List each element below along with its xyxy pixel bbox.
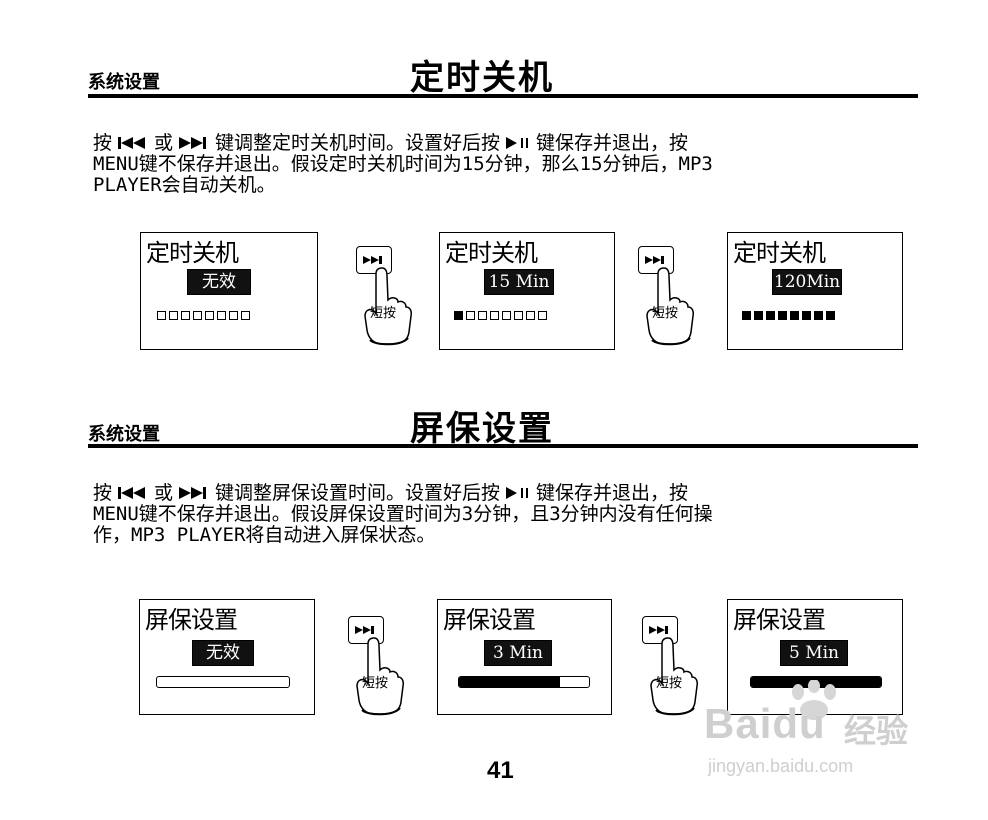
- paw-logo-icon: [792, 680, 836, 720]
- level-cell-empty: [478, 311, 487, 320]
- pointing-hand-icon: [650, 637, 698, 716]
- paragraph-line-1: 按 或 键调整定时关机时间。设置好后按 键保存并退出，按: [93, 133, 713, 154]
- device-screen: 定时关机 无效: [140, 232, 318, 350]
- level-cell-filled: [778, 311, 787, 320]
- prev-track-icon: [118, 483, 148, 504]
- progress-bar: [156, 676, 290, 688]
- text: 键调整屏保设置时间。设置好后按: [215, 482, 501, 504]
- text: 或: [154, 482, 174, 504]
- paragraph-line-2: MENU键不保存并退出。假设屏保设置时间为3分钟，且3分钟内没有任何操: [93, 503, 713, 525]
- level-boxes: [157, 311, 250, 320]
- paragraph-line-3: 作，MP3 PLAYER将自动进入屏保状态。: [93, 524, 436, 546]
- level-cell-filled: [454, 311, 463, 320]
- press-label: 短按: [370, 306, 397, 321]
- text: 键保存并退出，按: [536, 132, 689, 154]
- pointing-hand-icon: [364, 267, 412, 346]
- level-cell-filled: [826, 311, 835, 320]
- device-screen: 屏保设置 5 Min: [727, 599, 903, 715]
- watermark-brand-text: du: [772, 700, 826, 747]
- level-cell-filled: [814, 311, 823, 320]
- short-press-illustration: 短按: [638, 240, 698, 346]
- text: 键调整定时关机时间。设置好后按: [215, 132, 501, 154]
- section-rule: [88, 94, 918, 98]
- level-cell-empty: [181, 311, 190, 320]
- device-screen: 屏保设置 3 Min: [437, 599, 612, 715]
- progress-bar: [458, 676, 590, 688]
- section-label: 系统设置: [88, 72, 160, 93]
- level-cell-empty: [229, 311, 238, 320]
- screen-title: 定时关机: [733, 239, 826, 267]
- watermark-cn: 经验: [844, 713, 909, 749]
- level-cell-filled: [766, 311, 775, 320]
- watermark-brand: Baidu: [704, 700, 826, 748]
- play-pause-icon: [506, 133, 530, 154]
- text: 或: [154, 132, 174, 154]
- screen-title: 屏保设置: [733, 606, 826, 634]
- watermark-brand-text: Bai: [704, 700, 773, 747]
- text: 按: [93, 132, 113, 154]
- section-rule: [88, 444, 918, 448]
- screen-value: 3 Min: [484, 640, 552, 666]
- level-boxes: [454, 311, 547, 320]
- play-pause-icon: [506, 483, 530, 504]
- page-number: 41: [487, 757, 514, 784]
- press-label: 短按: [656, 676, 683, 691]
- screen-title: 屏保设置: [145, 606, 238, 634]
- pointing-hand-icon: [646, 267, 694, 346]
- paragraph-line-3: PLAYER会自动关机。: [93, 174, 276, 196]
- level-cell-filled: [754, 311, 763, 320]
- level-cell-filled: [742, 311, 751, 320]
- text: 键保存并退出，按: [536, 482, 689, 504]
- short-press-illustration: 短按: [356, 240, 416, 346]
- section-title: 屏保设置: [410, 409, 554, 449]
- screen-title: 定时关机: [146, 239, 239, 267]
- level-cell-empty: [157, 311, 166, 320]
- progress-fill: [459, 677, 561, 687]
- pointing-hand-icon: [356, 637, 404, 716]
- level-cell-empty: [502, 311, 511, 320]
- short-press-illustration: 短按: [642, 610, 702, 716]
- screen-title: 屏保设置: [443, 606, 536, 634]
- level-cell-empty: [490, 311, 499, 320]
- next-track-icon: [179, 483, 209, 504]
- text: 按: [93, 482, 113, 504]
- level-cell-empty: [169, 311, 178, 320]
- prev-track-icon: [118, 133, 148, 154]
- section-title: 定时关机: [410, 58, 554, 98]
- next-key-icon: [356, 246, 392, 274]
- section-label: 系统设置: [88, 424, 160, 445]
- screen-value: 5 Min: [780, 640, 848, 666]
- screen-value: 无效: [187, 269, 251, 295]
- paragraph: 按 或 键调整屏保设置时间。设置好后按 键保存并退出，按 MENU键不保存并退出。假设…: [93, 483, 713, 546]
- watermark-url: jingyan.baidu.com: [708, 756, 854, 776]
- level-cell-empty: [466, 311, 475, 320]
- paragraph-line-1: 按 或 键调整屏保设置时间。设置好后按 键保存并退出，按: [93, 483, 713, 504]
- level-cell-empty: [205, 311, 214, 320]
- screen-value: 15 Min: [484, 269, 554, 295]
- level-cell-empty: [526, 311, 535, 320]
- screen-title: 定时关机: [445, 239, 538, 267]
- next-track-icon: [179, 133, 209, 154]
- level-cell-filled: [802, 311, 811, 320]
- level-cell-empty: [514, 311, 523, 320]
- device-screen: 屏保设置 无效: [139, 599, 315, 715]
- device-screen: 定时关机 15 Min: [439, 232, 615, 350]
- paragraph-line-2: MENU键不保存并退出。假设定时关机时间为15分钟，那么15分钟后，MP3: [93, 153, 713, 175]
- level-cell-empty: [193, 311, 202, 320]
- level-cell-empty: [538, 311, 547, 320]
- screen-value: 120Min: [772, 269, 842, 295]
- screen-value: 无效: [192, 640, 254, 666]
- paragraph: 按 或 键调整定时关机时间。设置好后按 键保存并退出，按 MENU键不保存并退出。假设…: [93, 133, 713, 196]
- device-screen: 定时关机 120Min: [727, 232, 903, 350]
- baidu-jingyan-watermark: Baidu 经验 jingyan.baidu.com: [704, 680, 934, 780]
- level-boxes: [742, 311, 835, 320]
- level-cell-empty: [241, 311, 250, 320]
- press-label: 短按: [362, 676, 389, 691]
- level-cell-empty: [217, 311, 226, 320]
- level-cell-filled: [790, 311, 799, 320]
- press-label: 短按: [652, 306, 679, 321]
- short-press-illustration: 短按: [348, 610, 408, 716]
